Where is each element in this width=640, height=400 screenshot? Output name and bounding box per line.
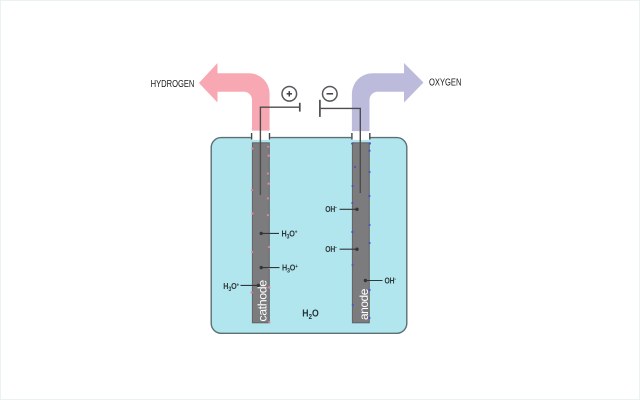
svg-text:OH-: OH- (325, 205, 337, 215)
svg-text:OXYGEN: OXYGEN (429, 77, 461, 88)
svg-text:OH-: OH- (385, 276, 397, 286)
svg-text:OH-: OH- (325, 244, 337, 254)
svg-text:H3O+: H3O+ (282, 263, 298, 275)
svg-text:anode: anode (357, 288, 371, 320)
svg-text:H2O: H2O (302, 308, 318, 321)
svg-text:cathode: cathode (256, 280, 270, 322)
svg-text:H3O+: H3O+ (223, 282, 239, 294)
svg-text:H3O+: H3O+ (282, 229, 298, 241)
svg-text:HYDROGEN: HYDROGEN (151, 78, 195, 89)
